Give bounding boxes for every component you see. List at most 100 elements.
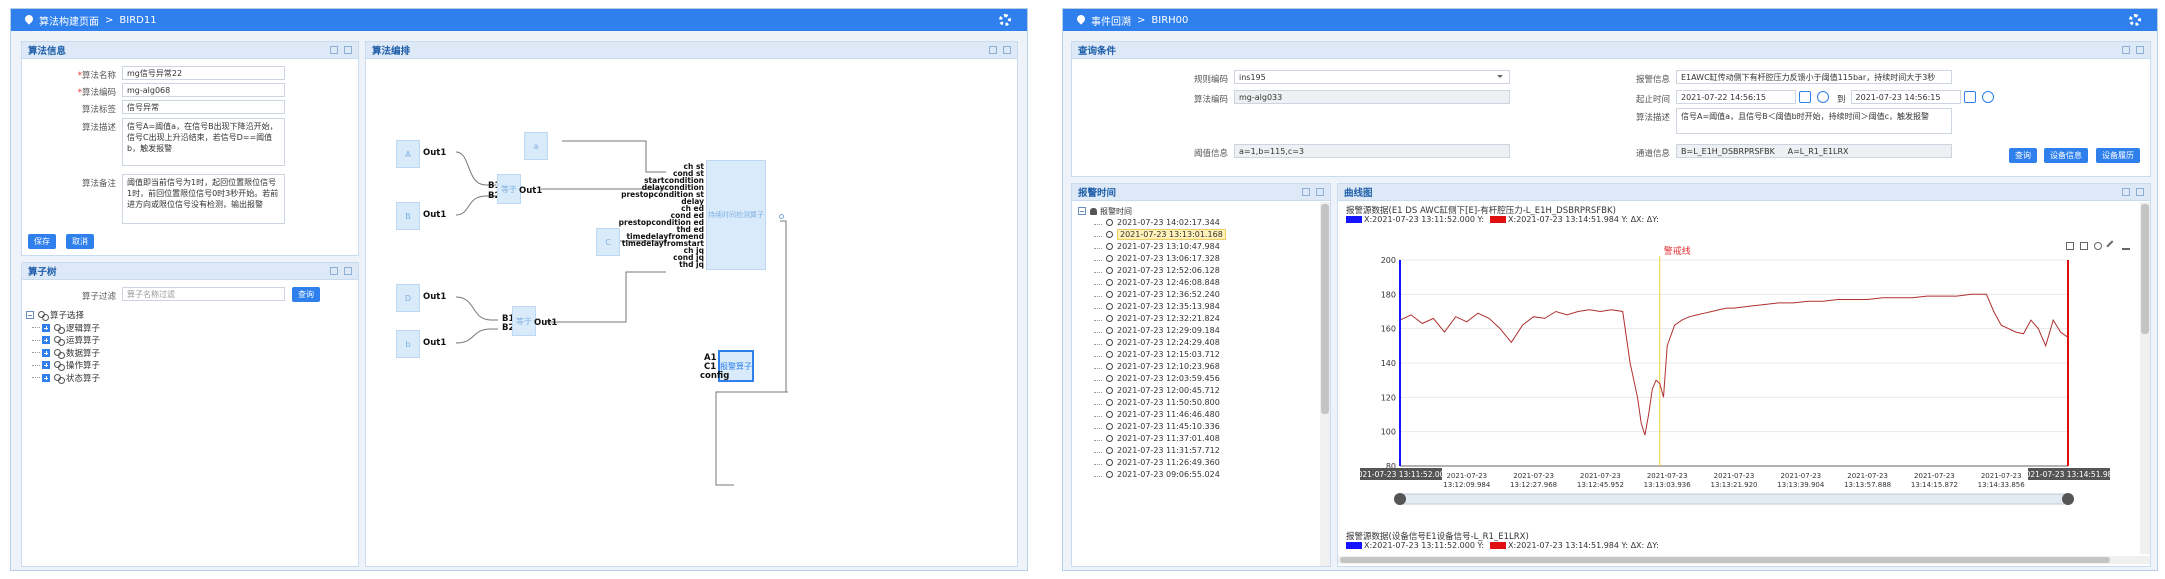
algo-info-header: 算法信息: [22, 42, 358, 59]
alarm-info-input[interactable]: E1AWC缸传动侧下有杆腔压力反馈小于阈值115bar，持续时间大于3秒: [1676, 70, 1952, 84]
start-time-input[interactable]: 2021-07-22 14:56:15: [1676, 90, 1796, 104]
alarm-time-item[interactable]: 2021-07-23 12:10:23.968: [1094, 362, 1220, 371]
source-node-d[interactable]: D: [396, 284, 420, 312]
source-node-a-lower[interactable]: a: [524, 132, 548, 160]
duration-detect-operator[interactable]: 持续时间检测算子: [706, 160, 766, 270]
cancel-button[interactable]: 取消: [66, 234, 94, 249]
alarm-time-item[interactable]: 2021-07-23 12:00:45.712: [1094, 386, 1220, 395]
algo-code-input: mg-alg033: [1234, 90, 1510, 104]
out-label: Out1: [423, 210, 446, 220]
algo-name-input[interactable]: mg信号异常22: [122, 66, 285, 80]
alarm-time-item[interactable]: 2021-07-23 12:03:59.456: [1094, 374, 1220, 383]
x-tick-label: 13:13:57.888: [1844, 481, 1891, 489]
flow-canvas[interactable]: A Out1 B Out1 a C D Out1 b Out1 B1 B2 等于…: [366, 60, 1018, 567]
clock-icon: [1106, 267, 1113, 274]
algo-tag-input[interactable]: 信号异常: [122, 100, 285, 114]
collapse-icon[interactable]: [344, 46, 352, 54]
alarm-time-item[interactable]: 2021-07-23 12:32:21.824: [1094, 314, 1220, 323]
alarm-time-item[interactable]: 2021-07-23 14:02:17.344: [1094, 218, 1220, 227]
alarm-time-item[interactable]: 2021-07-23 12:52:06.128: [1094, 266, 1220, 275]
equal-node-1[interactable]: 等于: [497, 174, 521, 204]
collapse-icon[interactable]: [2136, 46, 2144, 54]
tree-item[interactable]: 运算算子: [26, 334, 100, 347]
expand-icon[interactable]: [2122, 46, 2130, 54]
alarm-time-item[interactable]: 2021-07-23 11:46:46.480: [1094, 410, 1220, 419]
gear-icon[interactable]: [2129, 14, 2141, 26]
curve-v-scrollbar[interactable]: [2140, 202, 2150, 554]
alarm-time-item[interactable]: 2021-07-23 11:45:10.336: [1094, 422, 1220, 431]
operator-tree-header: 算子树: [22, 263, 358, 280]
calendar-icon[interactable]: [1964, 91, 1976, 103]
curve-h-scrollbar[interactable]: [1338, 556, 2150, 564]
alarm-time-item[interactable]: 2021-07-23 12:36:52.240: [1094, 290, 1220, 299]
device-history-button[interactable]: 设备履历: [2096, 148, 2140, 163]
query-button[interactable]: 查询: [2009, 148, 2037, 163]
scroll-thumb[interactable]: [2141, 204, 2149, 334]
collapse-icon[interactable]: [1003, 46, 1011, 54]
expand-icon[interactable]: [2122, 188, 2130, 196]
query-button[interactable]: 查询: [292, 287, 320, 302]
expand-toggle-icon[interactable]: [42, 349, 50, 357]
expand-icon[interactable]: [989, 46, 997, 54]
expand-icon[interactable]: [330, 267, 338, 275]
expand-icon[interactable]: [1302, 188, 1310, 196]
algo-code-input[interactable]: mg-alg068: [122, 83, 285, 97]
end-time-input[interactable]: 2021-07-23 14:56:15: [1851, 90, 1961, 104]
pressure-chart[interactable]: 801001201401601802002021-07-2313:12:09.9…: [1338, 226, 2138, 526]
alarm-time-item[interactable]: 2021-07-23 12:24:29.408: [1094, 338, 1220, 347]
algo-desc-textarea[interactable]: 信号A=阈值a，在信号B出现下降沿开始，信号C出现上升沿结束，若信号D==阈值b…: [122, 118, 285, 166]
collapse-icon[interactable]: [1316, 188, 1324, 196]
alarm-time-item[interactable]: 2021-07-23 11:50:50.800: [1094, 398, 1220, 407]
alarm-time-item[interactable]: 2021-07-23 13:06:17.328: [1094, 254, 1220, 263]
alarm-time-item[interactable]: 2021-07-23 12:35:13.984: [1094, 302, 1220, 311]
tree-item[interactable]: 状态算子: [26, 372, 100, 385]
expand-icon[interactable]: [330, 46, 338, 54]
source-node-b[interactable]: B: [396, 202, 420, 230]
x-tick-label: 2021-07-23: [1513, 472, 1554, 480]
collapse-icon[interactable]: [344, 267, 352, 275]
tree-root[interactable]: 算子选择: [26, 309, 100, 322]
expand-toggle-icon[interactable]: [42, 374, 50, 382]
equal-node-2[interactable]: 等于: [512, 306, 536, 336]
collapse-toggle-icon[interactable]: [1078, 207, 1086, 215]
x-tick-label: 2021-07-23: [1714, 472, 1755, 480]
collapse-icon[interactable]: [2136, 188, 2144, 196]
collapse-toggle-icon[interactable]: [26, 311, 34, 319]
alarm-time-item[interactable]: 2021-07-23 09:06:55.024: [1094, 470, 1220, 479]
alarm-time-root[interactable]: 报警时间: [1078, 206, 1132, 217]
scroll-thumb[interactable]: [1321, 204, 1329, 414]
breadcrumb-root[interactable]: 事件回溯: [1091, 13, 1131, 28]
scroll-thumb[interactable]: [1340, 557, 2110, 563]
alarm-time-item[interactable]: 2021-07-23 12:15:03.712: [1094, 350, 1220, 359]
alarm-list-scrollbar[interactable]: [1320, 202, 1330, 566]
alarm-time-item[interactable]: 2021-07-23 13:10:47.984: [1094, 242, 1220, 251]
tree-item[interactable]: 数据算子: [26, 347, 100, 360]
operator-filter-input[interactable]: 算子名称过滤: [122, 287, 285, 301]
time-range-row: 起止时间 2021-07-22 14:56:15 到 2021-07-23 14…: [1584, 90, 1997, 105]
gear-icon[interactable]: [999, 14, 1011, 26]
breadcrumb-root[interactable]: 算法构建页面: [39, 13, 99, 28]
source-node-a[interactable]: A: [396, 140, 420, 168]
alarm-time-item[interactable]: 2021-07-23 11:37:01.408: [1094, 434, 1220, 443]
calendar-icon[interactable]: [1799, 91, 1811, 103]
output-port[interactable]: [779, 214, 784, 219]
tree-item[interactable]: 逻辑算子: [26, 322, 100, 335]
alarm-time-item[interactable]: 2021-07-23 11:31:57.712: [1094, 446, 1220, 455]
tree-item[interactable]: 操作算子: [26, 359, 100, 372]
rule-code-select[interactable]: ins195: [1234, 70, 1510, 84]
expand-toggle-icon[interactable]: [42, 361, 50, 369]
algo-remark-textarea[interactable]: 阈值即当前信号为1时，起回位置限位信号1时，前回位置限位信号0时3秒开始。若前进…: [122, 174, 285, 224]
clock-icon[interactable]: [1982, 91, 1994, 103]
source-node-b-lower[interactable]: b: [396, 330, 420, 358]
group-icon: [54, 324, 63, 332]
expand-toggle-icon[interactable]: [42, 324, 50, 332]
alarm-time-item[interactable]: 2021-07-23 12:46:08.848: [1094, 278, 1220, 287]
clock-icon[interactable]: [1817, 91, 1829, 103]
alarm-time-item[interactable]: 2021-07-23 13:13:01.168: [1094, 230, 1226, 239]
source-node-c[interactable]: C: [596, 228, 620, 256]
save-button[interactable]: 保存: [28, 234, 56, 249]
expand-toggle-icon[interactable]: [42, 336, 50, 344]
device-info-button[interactable]: 设备信息: [2044, 148, 2088, 163]
alarm-time-item[interactable]: 2021-07-23 12:29:09.184: [1094, 326, 1220, 335]
alarm-time-item[interactable]: 2021-07-23 11:26:49.360: [1094, 458, 1220, 467]
